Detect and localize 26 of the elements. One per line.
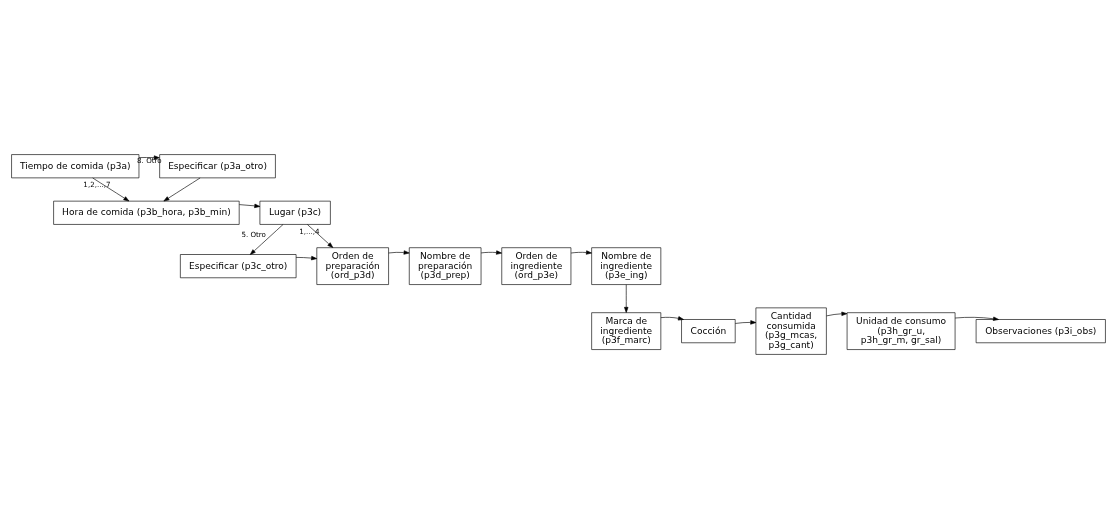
arrow <box>826 311 848 316</box>
arrow <box>92 177 130 201</box>
node-box: Cantidad consumida (p3g_mcas, p3g_cant) <box>755 307 827 355</box>
arrow <box>295 255 317 260</box>
arrow <box>388 249 410 255</box>
arrow <box>954 316 999 321</box>
arrow <box>307 223 334 248</box>
node-box: Unidad de consumo (p3h_gr_u, p3h_gr_m, gr_sal) <box>846 311 956 350</box>
node-box: Nombre de preparación (p3d_prep) <box>408 246 482 285</box>
arrow <box>624 283 629 313</box>
node-box: Orden de preparación (ord_p3d) <box>316 246 389 285</box>
node-box: Orden de ingrediente (ord_p3e) <box>501 246 572 285</box>
node-box: Lugar (p3c) <box>259 200 331 225</box>
node-box: Nombre de ingrediente (p3e_ing) <box>591 246 662 285</box>
node-box: Cocción <box>681 318 736 343</box>
arrow <box>163 177 201 201</box>
arrow <box>570 249 592 255</box>
arrow <box>138 154 160 160</box>
arrow <box>660 315 684 320</box>
arrow <box>249 223 284 255</box>
node-box: Marca de ingrediente (p3f_marc) <box>591 311 662 350</box>
arrow <box>239 203 261 208</box>
node-box: Especificar (p3c_otro) <box>180 253 297 278</box>
arrow <box>480 249 502 255</box>
node-box: Hora de comida (p3b_hora, p3b_min) <box>53 200 240 225</box>
arrow <box>735 319 757 325</box>
